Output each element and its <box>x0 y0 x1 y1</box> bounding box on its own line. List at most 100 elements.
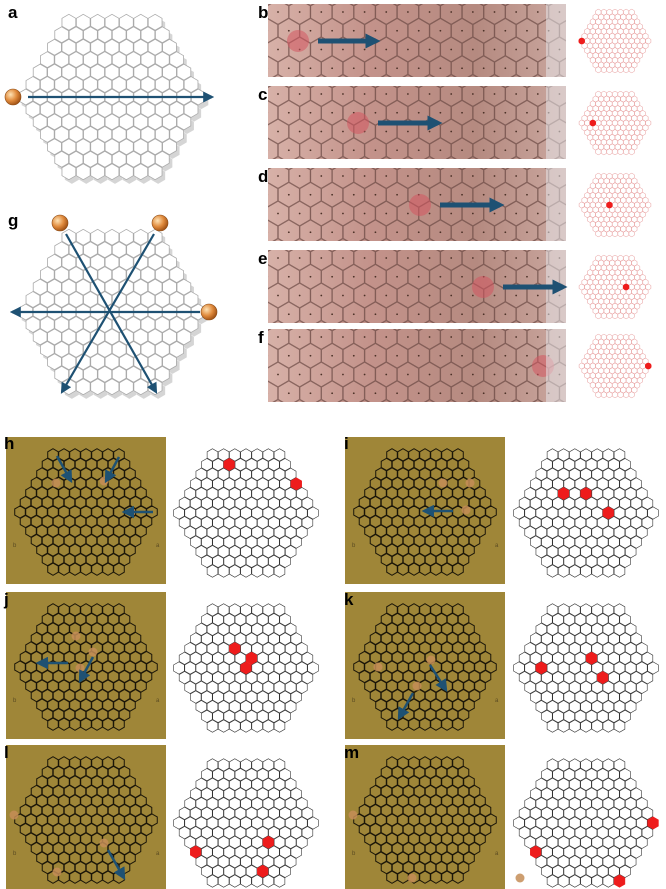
hex-cell <box>585 477 598 491</box>
cell-center-dot <box>493 93 496 95</box>
cell-center-dot <box>439 430 441 432</box>
cell-center-dot <box>266 269 268 271</box>
hex-cell <box>285 777 297 791</box>
inset-board-4 <box>578 254 652 320</box>
hex-cell <box>585 845 598 859</box>
inset-board-1 <box>578 8 652 74</box>
hex-cell <box>54 26 69 44</box>
hex-cell <box>234 651 247 665</box>
hex-cell <box>597 864 609 878</box>
hex-cell <box>201 709 213 723</box>
hex-cell <box>240 700 252 714</box>
inset-board-3 <box>578 172 652 238</box>
hex-cell <box>295 399 305 402</box>
hex-cell <box>234 516 247 530</box>
hex-cell <box>353 168 376 189</box>
cell-center-dot <box>298 93 301 95</box>
cell-center-dot <box>363 257 366 259</box>
hex-cell <box>234 554 247 568</box>
hex-cell <box>332 4 354 25</box>
hex-cell <box>552 496 564 510</box>
hex-cell <box>173 506 185 520</box>
hex-cell <box>452 717 464 731</box>
hex-cell <box>299 380 322 402</box>
cell-center-dot <box>385 373 388 376</box>
hex-cell <box>190 516 202 530</box>
hex-cell <box>332 86 354 107</box>
hex-cell <box>111 125 127 143</box>
hex-cell <box>613 700 626 714</box>
cell-center-dot <box>493 48 496 51</box>
hex-cell <box>229 467 241 481</box>
hex-cell <box>451 264 473 290</box>
hex-cell <box>530 671 542 685</box>
hex-cell <box>630 826 642 840</box>
cell-center-dot <box>374 193 377 196</box>
hex-cell <box>290 826 302 840</box>
hex-cell <box>506 437 527 461</box>
hex-cell <box>533 320 543 323</box>
hex-cell <box>591 855 603 869</box>
cell-center-dot <box>396 193 398 196</box>
hex-cell <box>597 458 609 472</box>
hex-cell <box>472 55 495 77</box>
cell-center-dot <box>439 354 442 357</box>
hex-cell <box>251 467 263 481</box>
cell-center-dot <box>461 231 463 234</box>
hex-cell <box>397 4 419 25</box>
hex-cell <box>585 554 598 568</box>
hex-cell <box>133 278 149 296</box>
hex-cell <box>301 806 314 820</box>
hex-cell <box>54 365 69 383</box>
cell-center-dot <box>298 373 301 376</box>
cell-center-dot <box>277 93 279 95</box>
hex-cell <box>623 66 629 74</box>
cell-center-dot <box>320 212 323 215</box>
hex-cell <box>273 74 283 77</box>
cell-center-dot <box>298 212 301 215</box>
hex-cell <box>625 506 637 520</box>
hex-cell <box>285 506 297 520</box>
hex-cell <box>375 118 398 145</box>
hex-cell <box>608 458 620 472</box>
hex-cell <box>585 826 598 840</box>
cell-center-dot <box>417 111 420 114</box>
hex-cell <box>541 864 553 878</box>
hex-cell <box>273 855 286 869</box>
cell-center-dot <box>439 231 442 234</box>
hex-cell <box>524 661 536 675</box>
arrow-icon <box>106 849 126 881</box>
hex-cell <box>133 163 149 181</box>
cell-center-dot <box>559 449 561 451</box>
hex-cell <box>574 496 587 510</box>
cell-center-dot <box>320 11 323 13</box>
cell-center-dot <box>591 231 593 233</box>
hex-cell <box>585 496 598 510</box>
hex-cell <box>617 230 624 238</box>
cell-center-dot <box>526 149 528 152</box>
hex-cell <box>581 419 602 443</box>
hex-cell <box>552 806 564 820</box>
panel-label-f: f <box>258 328 264 347</box>
cell-center-dot <box>591 388 593 390</box>
hex-cell <box>290 787 302 801</box>
panel-label-i: i <box>344 434 349 453</box>
hex-cell <box>619 709 631 723</box>
active-cell-marker <box>578 37 586 45</box>
hex-cell <box>290 632 302 646</box>
hex-cell <box>201 632 213 646</box>
hex-cell <box>630 535 642 549</box>
cell-center-dot <box>331 149 334 152</box>
hex-cell <box>530 496 542 510</box>
hex-cell <box>440 4 463 25</box>
hex-cell <box>251 564 263 578</box>
hex-cell <box>140 76 156 93</box>
hex-cell <box>630 496 642 510</box>
hex-cell <box>619 516 631 530</box>
cell-center-dot <box>428 336 431 338</box>
cell-center-dot <box>526 354 528 357</box>
cell-center-dot <box>515 294 518 297</box>
hex-cell <box>595 66 602 74</box>
hex-cell <box>40 340 55 358</box>
hex-cell <box>169 316 184 333</box>
